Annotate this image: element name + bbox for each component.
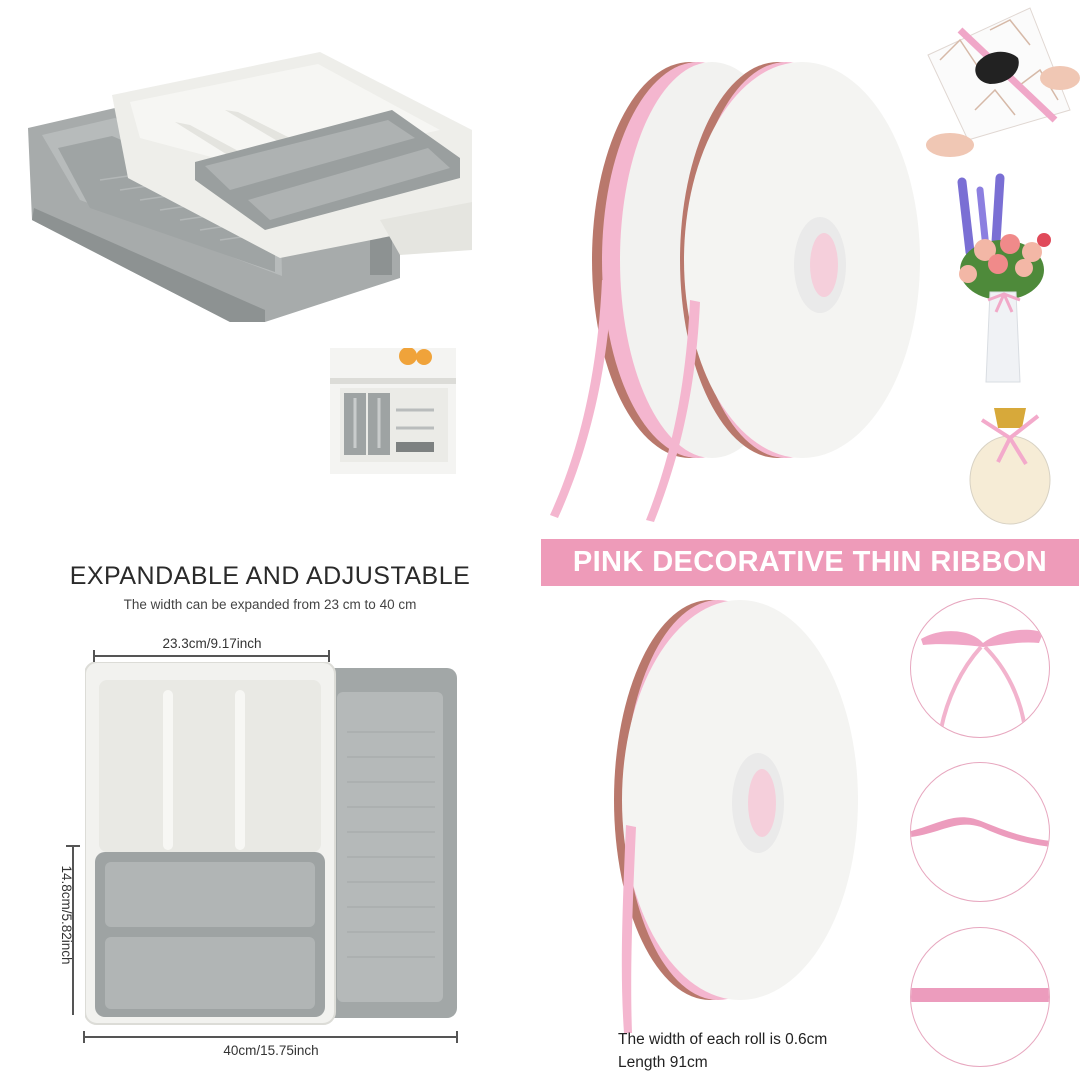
- ribbon-width-spec: The width of each roll is 0.6cm: [618, 1031, 828, 1048]
- ribbon-banner-background: [541, 539, 1079, 586]
- ribbon-wave-detail: [910, 762, 1050, 902]
- dimension-line-top: [94, 655, 330, 657]
- organizer-top-view-photo: [85, 662, 460, 1027]
- dimension-cap: [456, 1031, 458, 1043]
- dimension-cap: [93, 650, 95, 662]
- dimension-expanded-width: 40cm/15.75inch: [223, 1043, 319, 1058]
- perfume-bottle-usage-photo: [960, 400, 1060, 530]
- organizer-subline: The width can be expanded from 23 cm to …: [123, 597, 417, 612]
- dimension-line-left: [72, 845, 74, 1015]
- dimension-cap: [328, 650, 330, 662]
- organizer-product-photo: [20, 40, 490, 330]
- dimension-line-bottom: [84, 1036, 458, 1038]
- organizer-headline: EXPANDABLE AND ADJUSTABLE: [69, 562, 471, 590]
- dimension-cap: [83, 1031, 85, 1043]
- ribbon-spools-photo: [540, 50, 920, 530]
- gift-box-usage-photo: [920, 0, 1080, 160]
- ribbon-single-spool-photo: [600, 595, 870, 1035]
- dimension-top-width: 23.3cm/9.17inch: [162, 636, 262, 651]
- ribbon-flat-strip-detail: [910, 927, 1050, 1067]
- dimension-height: 14.8cm/5.82inch: [59, 865, 74, 965]
- dimension-cap: [66, 845, 80, 847]
- flower-vase-usage-photo: [940, 172, 1070, 392]
- ribbon-banner-title: PINK DECORATIVE THIN RIBBON: [572, 546, 1048, 578]
- ribbon-bow-detail: [910, 598, 1050, 738]
- organizer-in-drawer-photo: [330, 348, 456, 474]
- ribbon-length-spec: Length 91cm: [618, 1054, 708, 1071]
